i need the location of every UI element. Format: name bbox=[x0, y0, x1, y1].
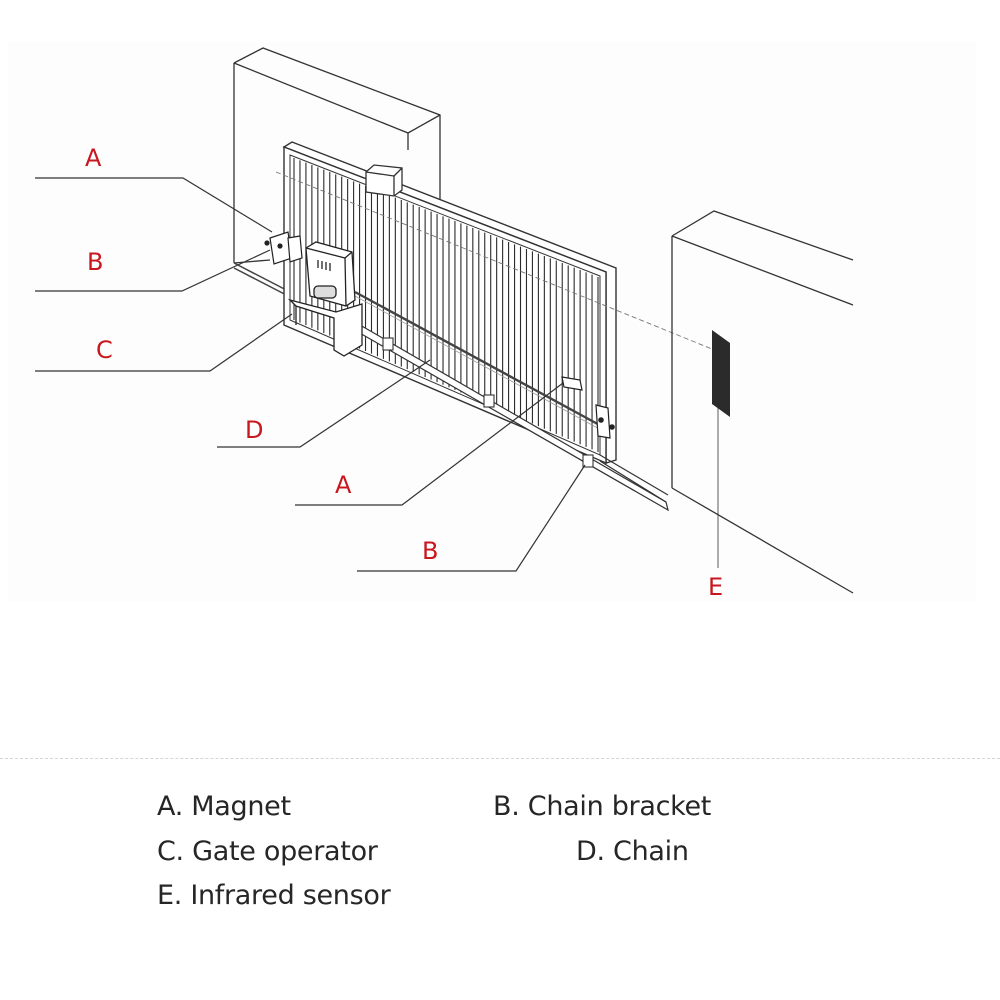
left-chain-bracket bbox=[264, 231, 303, 265]
section-divider bbox=[0, 758, 1000, 759]
callout-label-a-right: A bbox=[335, 471, 352, 499]
left-pillar bbox=[233, 47, 441, 264]
callout-label-b-left: B bbox=[87, 248, 103, 276]
callout-label-d: D bbox=[245, 416, 263, 444]
gate-installation-diagram: A B C D A B E bbox=[35, 47, 854, 601]
infrared-beam bbox=[275, 171, 713, 350]
leader-c bbox=[35, 313, 293, 372]
callout-label-b-right: B bbox=[422, 537, 438, 565]
gate-cap-block bbox=[365, 164, 403, 197]
gate-rollers bbox=[382, 337, 594, 468]
callout-label-a-left: A bbox=[85, 144, 102, 172]
leader-b-right bbox=[357, 464, 586, 572]
infrared-sensor bbox=[712, 330, 730, 417]
chain bbox=[354, 290, 606, 430]
right-pillar bbox=[671, 210, 854, 594]
right-magnet bbox=[561, 376, 583, 391]
right-chain-bracket bbox=[595, 404, 615, 439]
leader-a-right bbox=[295, 382, 564, 506]
leader-a-left bbox=[35, 177, 273, 233]
callout-label-e: E bbox=[708, 573, 723, 601]
legend-item-infrared-sensor: E. Infrared sensor bbox=[157, 880, 391, 911]
leader-b-left bbox=[35, 249, 271, 292]
gate-operator bbox=[287, 241, 363, 357]
legend-item-magnet: A. Magnet bbox=[157, 791, 291, 822]
callout-leaders bbox=[35, 177, 719, 572]
legend-item-chain-bracket: B. Chain bracket bbox=[493, 791, 712, 822]
legend-item-gate-operator: C. Gate operator bbox=[157, 836, 378, 867]
leader-d bbox=[217, 359, 431, 448]
callout-label-c: C bbox=[96, 336, 113, 364]
legend-item-chain: D. Chain bbox=[576, 836, 689, 867]
